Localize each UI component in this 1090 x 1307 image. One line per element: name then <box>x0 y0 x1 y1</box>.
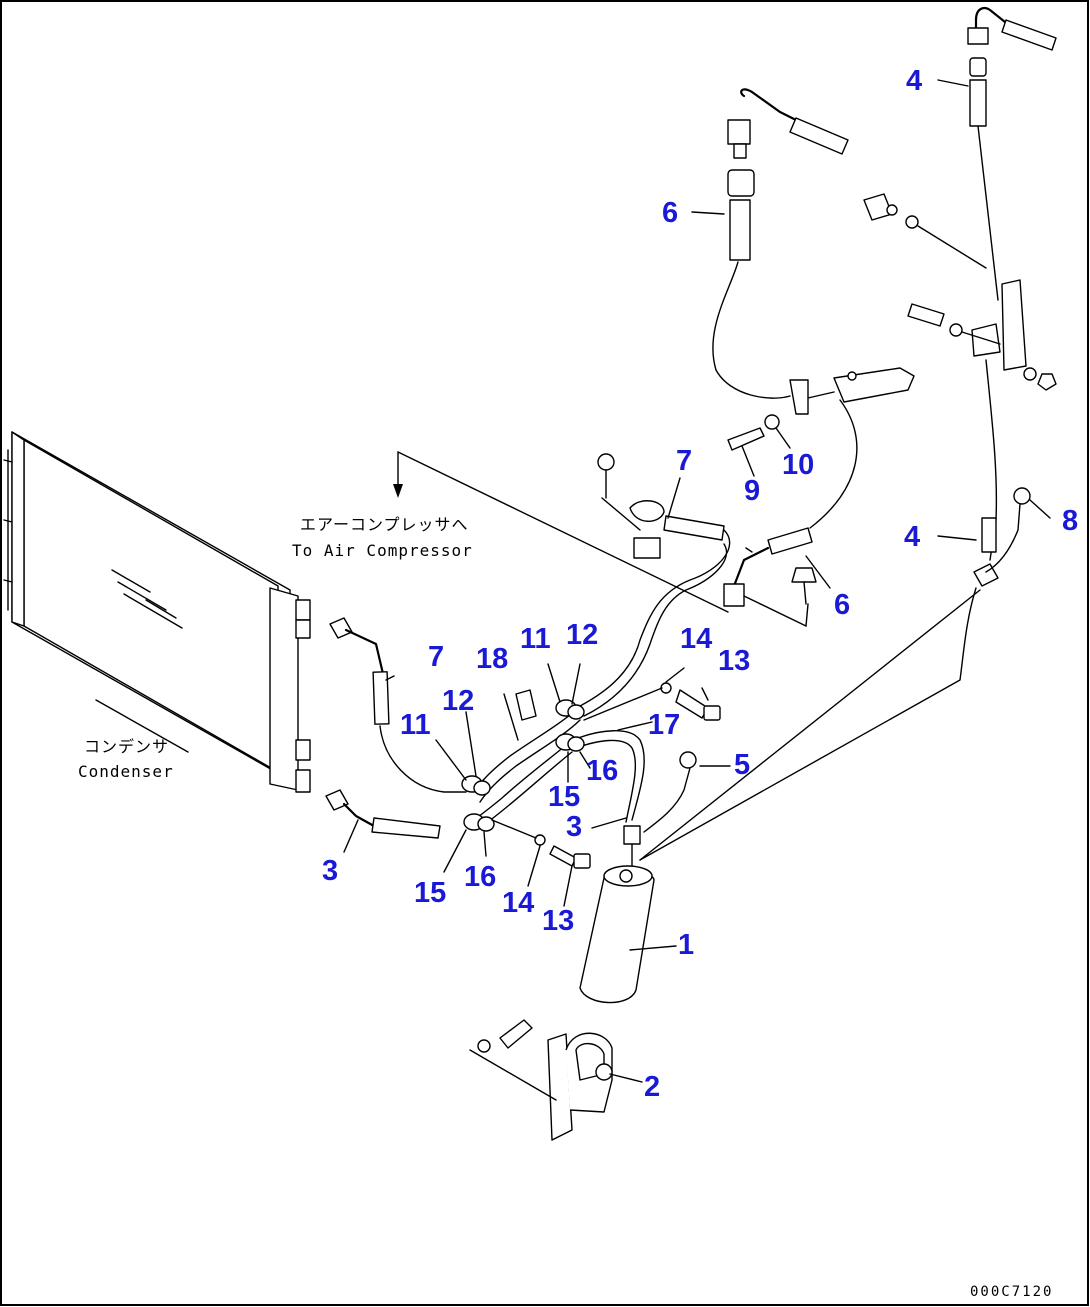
callout-9: 9 <box>744 475 760 507</box>
bolt-5 <box>643 751 697 833</box>
hose-4-upper <box>967 7 1057 301</box>
bolt-13-lower <box>491 819 591 869</box>
callout-17: 17 <box>648 709 680 741</box>
callout-6-lower: 6 <box>834 589 850 621</box>
callout-16-upper: 16 <box>586 755 618 787</box>
callout-13-lower: 13 <box>542 905 574 937</box>
hose-6-upper <box>712 88 849 399</box>
callout-3-lower: 3 <box>322 855 338 887</box>
bracket-upper-right <box>863 193 1057 561</box>
hose-3-lower <box>325 789 441 839</box>
hose-6-middle <box>723 527 817 627</box>
to-compressor-label-jp: エアーコンプレッサへ <box>300 515 469 534</box>
bolt-13-upper <box>583 682 721 721</box>
condenser-label-en: Condenser <box>78 762 174 781</box>
callout-14-upper: 14 <box>680 623 712 655</box>
hose-4-lower <box>639 487 1031 861</box>
callout-6-upper: 6 <box>662 197 678 229</box>
callout-7-upper: 7 <box>676 445 692 477</box>
drawing-code: 000C7120 <box>970 1284 1053 1300</box>
callout-4-upper: 4 <box>906 65 922 97</box>
callout-12-lower: 12 <box>442 685 474 717</box>
callout-16-lower: 16 <box>464 861 496 893</box>
compressor-arrow <box>393 451 729 613</box>
fitting-11-12-lower <box>461 775 491 796</box>
fitting-15-16-lower <box>463 813 495 832</box>
bracket-2 <box>469 1019 613 1141</box>
callout-15-upper: 15 <box>548 781 580 813</box>
condenser <box>3 431 311 793</box>
callout-8: 8 <box>1062 505 1078 537</box>
condenser-label-jp: コンデンサ <box>84 737 169 756</box>
hose-7-upper <box>579 453 753 717</box>
clamp-9-10 <box>727 367 915 529</box>
to-compressor-label-en: To Air Compressor <box>292 541 473 560</box>
callout-numbers: 4 6 7 9 10 4 8 6 7 18 11 12 14 13 12 11 … <box>322 65 1078 1103</box>
fitting-15-16-upper <box>555 733 585 752</box>
hose-3-receiver <box>623 825 641 873</box>
callout-11-lower: 11 <box>400 709 431 741</box>
leader-lines <box>343 79 1051 1083</box>
callout-1: 1 <box>678 929 694 961</box>
callout-2: 2 <box>644 1071 660 1103</box>
receiver-drier <box>579 589 981 1004</box>
callout-18: 18 <box>476 643 508 675</box>
condenser-fin-marks <box>111 569 183 629</box>
hose-7-lower <box>329 617 467 793</box>
callout-14-lower: 14 <box>502 887 534 919</box>
callout-5: 5 <box>734 749 750 781</box>
callout-11-upper: 11 <box>520 623 551 655</box>
callout-15-lower: 15 <box>414 877 446 909</box>
callout-3-upper: 3 <box>566 811 582 843</box>
fitting-11-12-upper <box>555 699 585 720</box>
callout-10: 10 <box>782 449 814 481</box>
callout-4-lower: 4 <box>904 521 920 553</box>
callout-7-lower: 7 <box>428 641 444 673</box>
callout-12-upper: 12 <box>566 619 598 651</box>
condenser-leader <box>95 699 189 753</box>
callout-13-upper: 13 <box>718 645 750 677</box>
